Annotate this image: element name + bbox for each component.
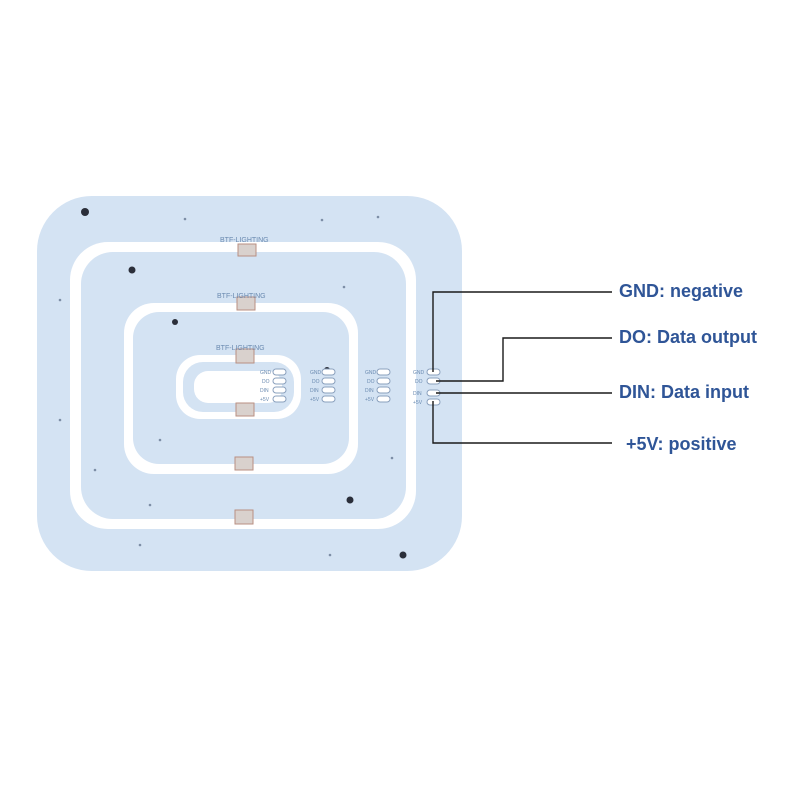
leader-line-5v — [432, 401, 612, 444]
callout-5v: +5V: positive — [626, 434, 737, 454]
svg-text:DO: DO — [262, 379, 270, 385]
svg-text:GND: GND — [413, 370, 425, 376]
leader-line-gnd — [432, 291, 612, 372]
mount-hole — [399, 551, 407, 559]
mount-hole — [346, 496, 354, 504]
svg-text:+5V: +5V — [365, 397, 375, 403]
leader-line-do — [436, 337, 612, 382]
ring-inner-hole — [194, 371, 282, 403]
brand-label: BTF-LIGHTING — [217, 293, 266, 300]
callout-gnd: GND: negative — [619, 281, 744, 301]
mount-hole — [172, 319, 178, 325]
leader-lines — [432, 291, 612, 444]
svg-text:DO: DO — [312, 379, 320, 385]
svg-text:GND: GND — [260, 370, 272, 376]
brand-label: BTF-LIGHTING — [220, 237, 269, 244]
svg-text:DIN: DIN — [413, 391, 422, 397]
callout-do: DO: Data output — [619, 327, 757, 347]
svg-text:GND: GND — [365, 370, 377, 376]
mount-hole — [81, 208, 89, 216]
svg-text:+5V: +5V — [260, 397, 270, 403]
svg-text:DO: DO — [367, 379, 375, 385]
svg-text:GND: GND — [310, 370, 322, 376]
svg-text:DO: DO — [415, 379, 423, 385]
svg-text:DIN: DIN — [310, 388, 319, 394]
led-pads — [234, 243, 257, 525]
svg-text:+5V: +5V — [310, 397, 320, 403]
pad-group-outer: GND DO DIN +5V — [413, 368, 441, 406]
brand-label: BTF-LIGHTING — [216, 345, 265, 352]
svg-text:+5V: +5V — [413, 400, 423, 406]
svg-text:DIN: DIN — [365, 388, 374, 394]
pad-group-ring3: GND DO DIN +5V — [365, 368, 391, 403]
mount-hole — [128, 266, 136, 274]
svg-text:DIN: DIN — [260, 388, 269, 394]
pad-group-middle: GND DO DIN +5V — [310, 368, 336, 403]
pad-group-inner: GND DO DIN +5V — [260, 368, 287, 403]
callout-din: DIN: Data input — [619, 382, 749, 402]
